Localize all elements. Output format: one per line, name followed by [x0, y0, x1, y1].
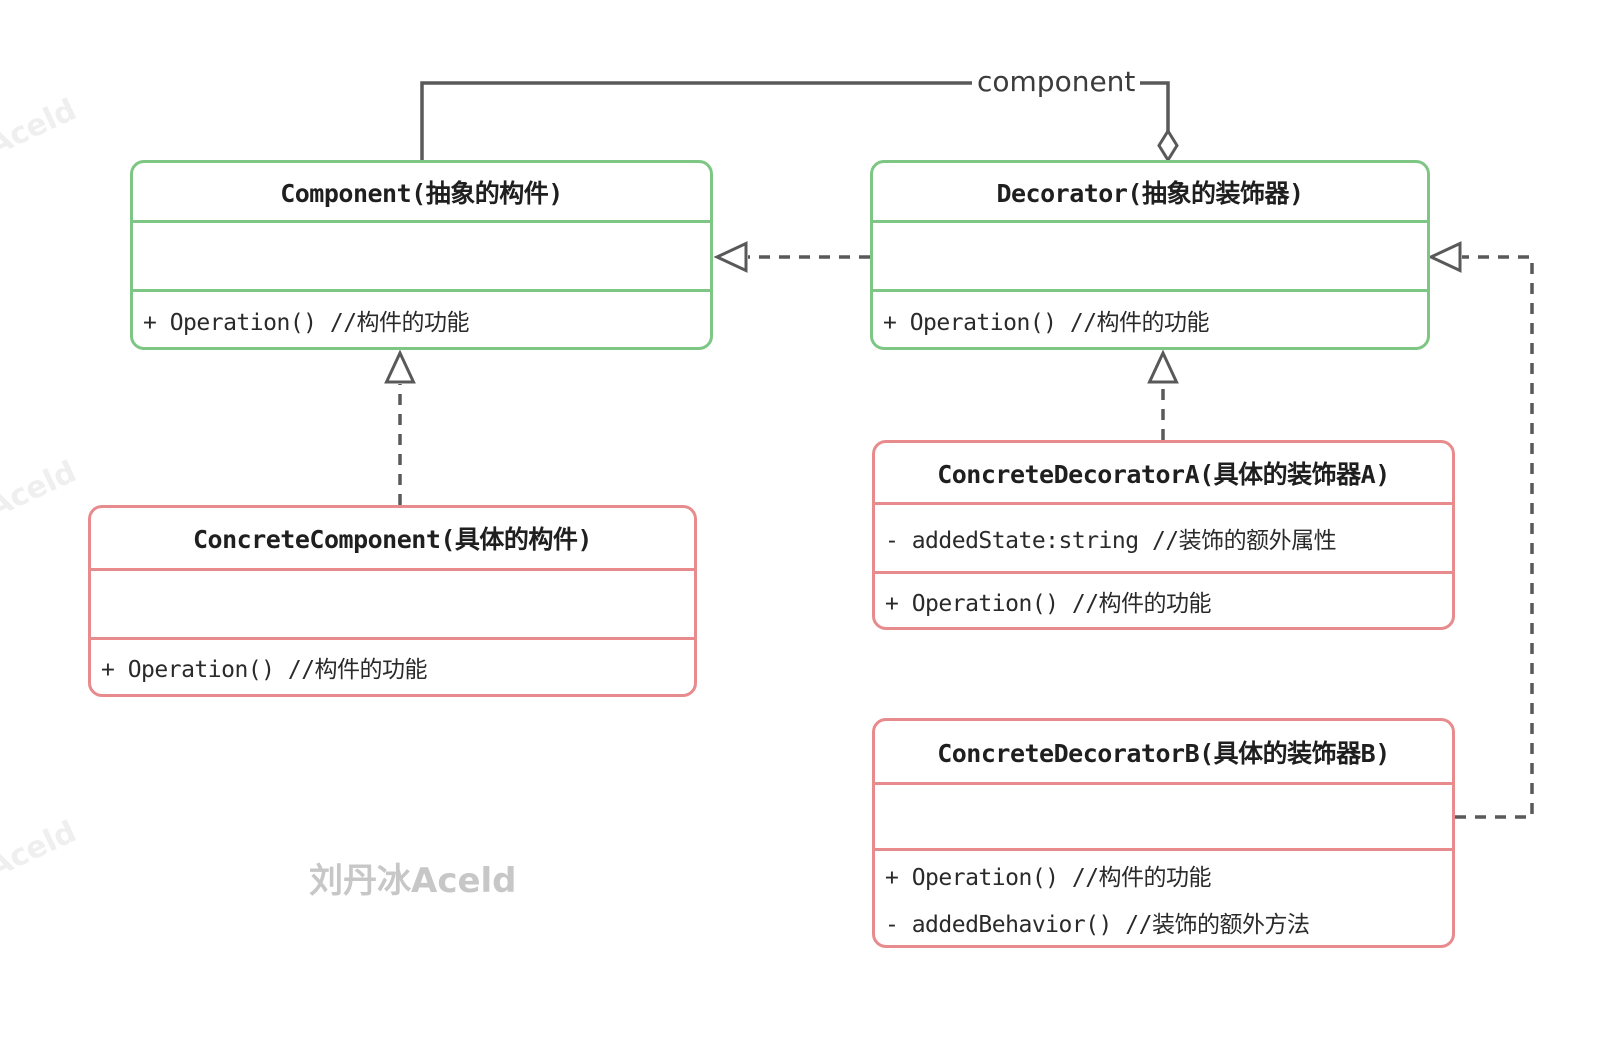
- corner-watermark: Aceld: [0, 814, 82, 886]
- operation-line: + Operation() //构件的功能: [885, 864, 1212, 891]
- class-attributes-empty: [91, 568, 694, 637]
- class-box-decorator: Decorator(抽象的装饰器) + Operation() //构件的功能: [870, 160, 1430, 350]
- class-attributes: - addedState:string //装饰的额外属性: [875, 502, 1452, 571]
- class-attributes-empty: [133, 220, 710, 289]
- operation-line: - addedBehavior() //装饰的额外方法: [885, 911, 1310, 938]
- class-operations: + Operation() //构件的功能: [133, 289, 710, 347]
- open-arrowhead-left-icon: [713, 241, 748, 273]
- corner-watermark: Aceld: [0, 92, 82, 164]
- class-attributes-empty: [873, 220, 1427, 289]
- attribute-line: - addedState:string //装饰的额外属性: [885, 528, 1337, 554]
- open-arrowhead-up-icon: [1147, 349, 1179, 384]
- corner-watermark: Aceld: [0, 454, 82, 526]
- generalization-line-concretedecoratorb: [1455, 255, 1534, 819]
- open-arrowhead-up-icon: [384, 349, 416, 384]
- operation-line: + Operation() //构件的功能: [883, 309, 1210, 336]
- class-box-concrete-component: ConcreteComponent(具体的构件) + Operation() /…: [88, 505, 697, 697]
- operation-line: + Operation() //构件的功能: [143, 309, 470, 336]
- class-operations: + Operation() //构件的功能 - addedBehavior() …: [875, 848, 1452, 945]
- association-label-component: component: [972, 65, 1141, 99]
- class-operations: + Operation() //构件的功能: [873, 289, 1427, 347]
- open-arrowhead-left-icon: [1427, 241, 1462, 273]
- class-title: Decorator(抽象的装饰器): [996, 178, 1304, 208]
- class-title: ConcreteComponent(具体的构件): [193, 525, 592, 554]
- class-title: Component(抽象的构件): [280, 178, 563, 208]
- class-title: ConcreteDecoratorA(具体的装饰器A): [937, 459, 1390, 489]
- operation-line: + Operation() //构件的功能: [885, 590, 1212, 617]
- class-operations: + Operation() //构件的功能: [875, 571, 1452, 627]
- class-box-component: Component(抽象的构件) + Operation() //构件的功能: [130, 160, 713, 350]
- aggregation-diamond-icon: [1157, 128, 1179, 163]
- class-box-concrete-decorator-b: ConcreteDecoratorB(具体的装饰器B) + Operation(…: [872, 718, 1455, 948]
- class-box-concrete-decorator-a: ConcreteDecoratorA(具体的装饰器A) - addedState…: [872, 440, 1455, 630]
- author-watermark: 刘丹冰Aceld: [309, 861, 517, 901]
- class-title: ConcreteDecoratorB(具体的装饰器B): [937, 738, 1390, 768]
- class-operations: + Operation() //构件的功能: [91, 637, 694, 694]
- class-attributes-empty: [875, 782, 1452, 848]
- operation-line: + Operation() //构件的功能: [101, 657, 428, 683]
